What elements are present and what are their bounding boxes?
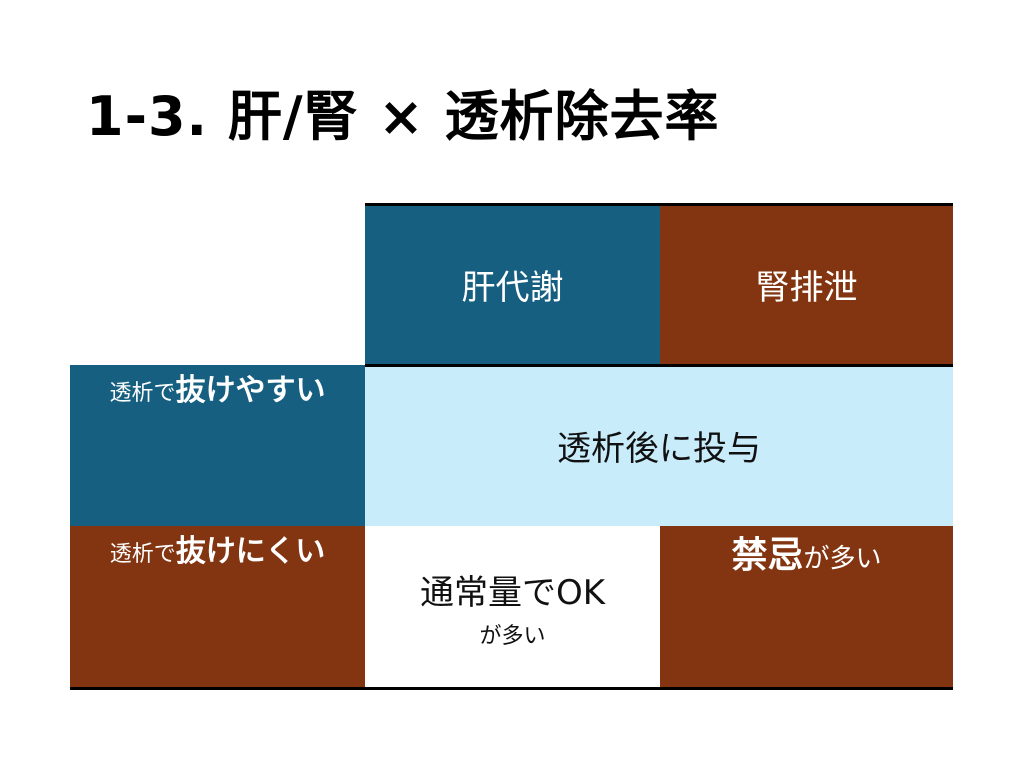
cell-main-text: 通常量でOK <box>419 572 606 613</box>
header-liver-metabolism: 肝代謝 <box>365 204 660 365</box>
cell-dose-after-dialysis: 透析後に投与 <box>365 365 953 526</box>
cell-contraindicated: 禁忌 が多い <box>660 526 953 688</box>
row-label-prefix: 透析で <box>109 542 176 567</box>
row-label-easily-removed: 透析で 抜けやすい <box>70 365 365 526</box>
cell-text: 透析後に投与 <box>557 429 761 469</box>
cell-sub-text: が多い <box>479 623 546 649</box>
row-label-emphasis: 抜けにくい <box>175 534 326 569</box>
row-label-hardly-removed: 透析で 抜けにくい <box>70 526 365 688</box>
header-label: 腎排泄 <box>755 268 858 308</box>
table-bottom-rule <box>70 687 953 690</box>
page-title: 1-3. 肝/腎 × 透析除去率 <box>86 85 720 148</box>
cell-normal-dose: 通常量でOK が多い <box>365 526 660 688</box>
row-label-emphasis: 抜けやすい <box>175 373 326 408</box>
table-header-rule <box>365 364 953 367</box>
cell-suffix: が多い <box>803 544 882 574</box>
table-top-rule <box>365 203 953 206</box>
header-label: 肝代謝 <box>461 268 564 308</box>
header-kidney-excretion: 腎排泄 <box>660 204 953 365</box>
row-label-prefix: 透析で <box>109 381 176 406</box>
cell-emphasis: 禁忌 <box>731 535 804 576</box>
